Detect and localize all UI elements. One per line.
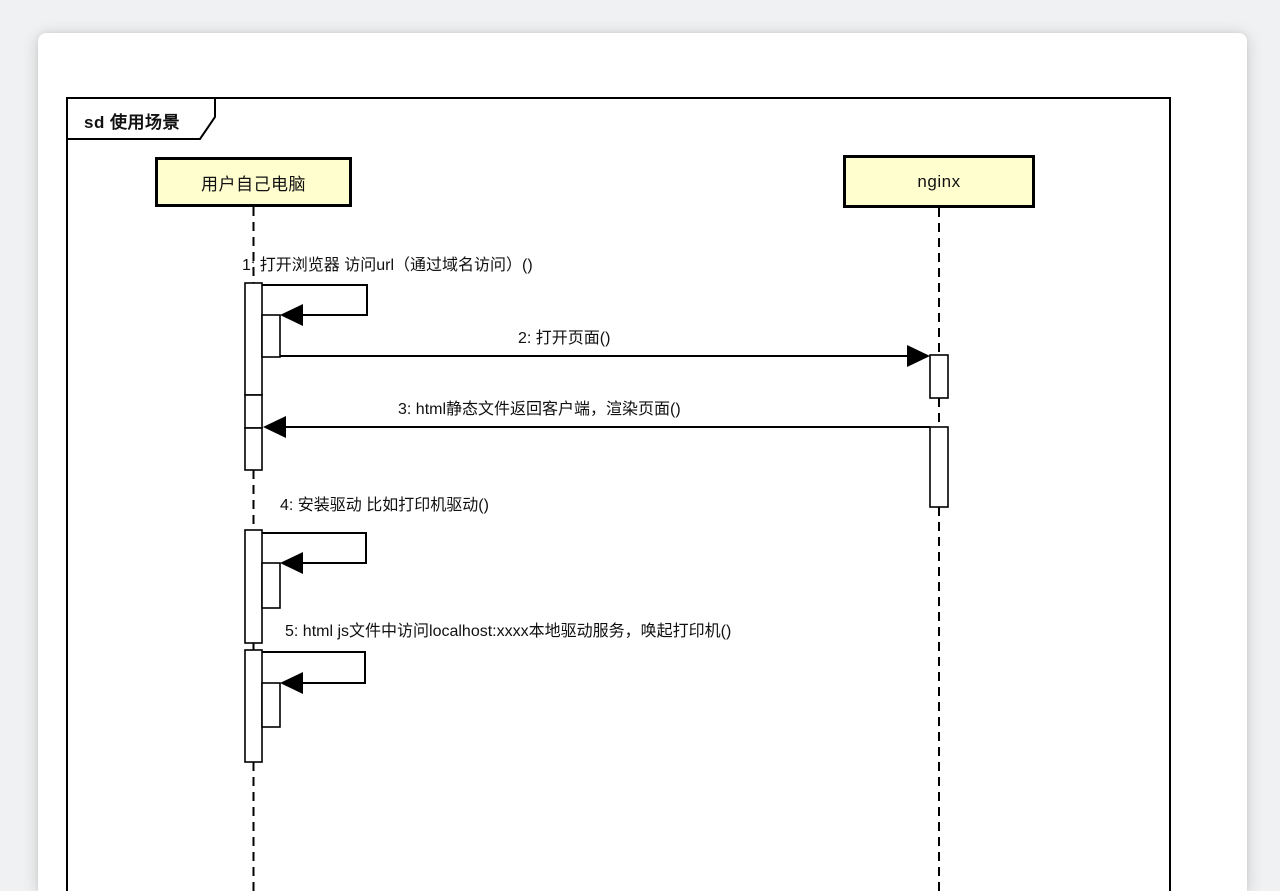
nginx-activation-bar <box>929 354 949 399</box>
frame-title: sd 使用场景 <box>84 113 181 132</box>
user-activation-bar <box>244 649 263 763</box>
participant-nginx: nginx <box>843 155 1035 208</box>
user-nested-activation-bar <box>261 682 281 728</box>
message-1-label: 1: 打开浏览器 访问url（通过域名访问）() <box>242 257 533 274</box>
message-1-arrowhead <box>280 304 303 326</box>
user-nested-activation-bar <box>261 562 281 609</box>
nginx-activation-bar <box>929 426 949 508</box>
message-1-line <box>262 284 368 316</box>
frame-border <box>66 97 1171 891</box>
message-2-arrowhead <box>907 345 930 367</box>
message-4-arrowhead <box>280 552 303 574</box>
message-3-label: 3: html静态文件返回客户端，渲染页面() <box>398 401 681 418</box>
participant-nginx-label: nginx <box>917 171 961 191</box>
message-4-label: 4: 安装驱动 比如打印机驱动() <box>280 497 489 514</box>
message-5-line <box>262 651 366 684</box>
message-5-label: 5: html js文件中访问localhost:xxxx本地驱动服务，唤起打印… <box>285 623 732 640</box>
user-activation-bar <box>244 529 263 644</box>
user-nested-activation-bar <box>261 314 281 358</box>
message-4-line <box>262 532 367 564</box>
message-3-arrowhead <box>263 416 286 438</box>
message-5-arrowhead <box>280 672 303 694</box>
participant-user: 用户自己电脑 <box>155 157 352 207</box>
message-2-label: 2: 打开页面() <box>518 330 611 347</box>
user-activation-bar <box>244 394 263 429</box>
user-activation-bar <box>244 282 263 396</box>
user-activation-bar <box>244 427 263 471</box>
frame-title-tab <box>66 97 216 140</box>
participant-user-label: 用户自己电脑 <box>201 174 306 194</box>
